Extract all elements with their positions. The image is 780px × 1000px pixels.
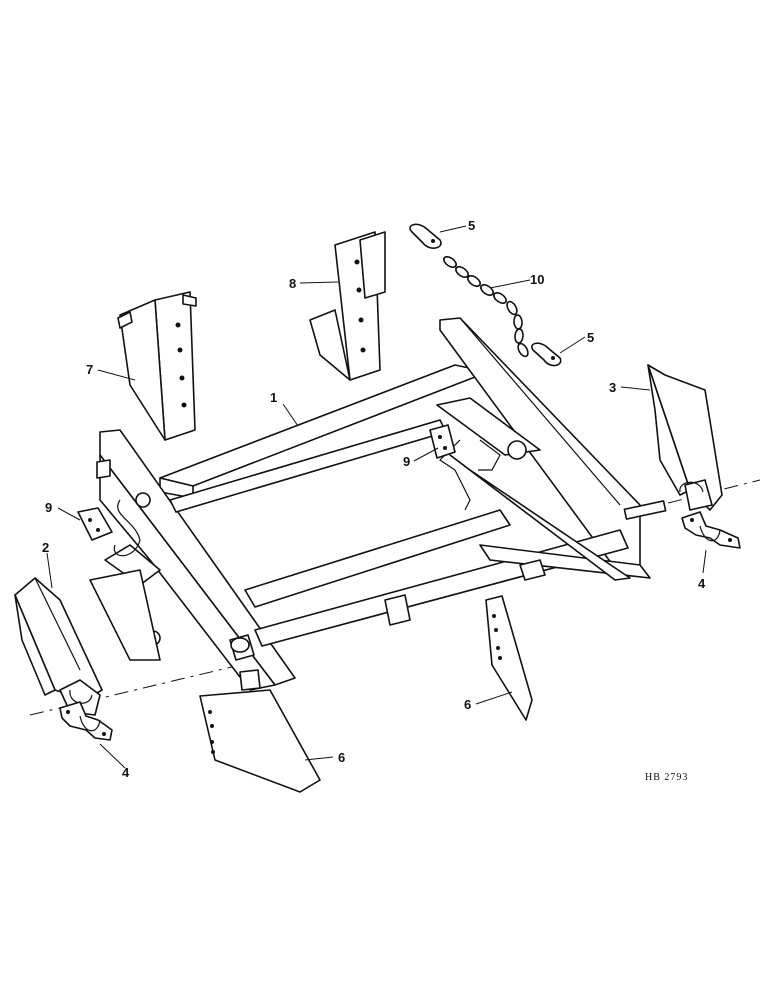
clamp-left-part-4 [59,701,113,741]
callout-3: 3 [609,380,616,395]
leader-lines [46,225,707,769]
callout-4-right: 4 [698,576,706,591]
clevis-bottom [531,342,562,367]
clevis-top [409,223,442,249]
plate-part-9-left [77,507,113,541]
callout-9-right: 9 [403,454,410,469]
callout-1: 1 [270,390,277,405]
callout-6-bottom: 6 [338,750,345,765]
callout-9-left: 9 [45,500,52,515]
bracket-part-7 [117,291,197,441]
callout-2: 2 [42,540,49,555]
reference-code: HB 2793 [645,772,688,783]
bracket-part-3 [647,364,723,511]
bracket-part-2 [14,577,103,716]
shield-part-6-bottom [199,689,321,793]
shield-part-6-right [485,595,533,721]
callout-5-bottom: 5 [587,330,594,345]
callout-10: 10 [530,272,544,287]
main-frame [89,317,667,691]
callout-5-top: 5 [468,218,475,233]
callout-6-right: 6 [464,697,471,712]
callout-8: 8 [289,276,296,291]
callout-4-left: 4 [122,765,130,780]
clamp-right-part-4 [681,511,741,549]
callout-7: 7 [86,362,93,377]
chain-part-10 [443,256,529,358]
plate-part-9-right [429,424,456,459]
bracket-part-8 [309,231,386,381]
